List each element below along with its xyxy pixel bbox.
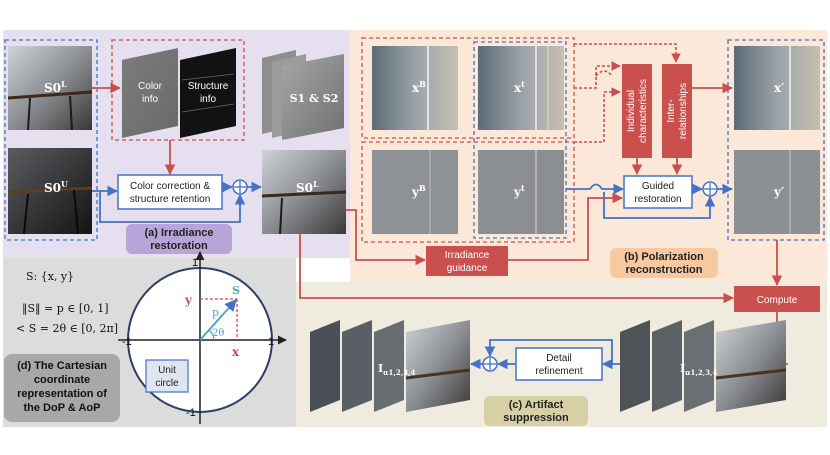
svg-text:coordinate: coordinate — [34, 374, 90, 386]
s0-bottom-label: S0U — [44, 179, 68, 195]
input-images-dashed-box — [4, 39, 98, 241]
panel-d-label — [4, 354, 120, 422]
color-info-sheet: Color info — [122, 48, 178, 138]
svg-text:xt: xt — [514, 79, 525, 95]
svg-text:yB: yB — [411, 183, 426, 199]
structure-info-sheet: Structure info — [180, 48, 236, 138]
svg-text:relationships: relationships — [678, 83, 689, 139]
svg-text:-1: -1 — [122, 336, 132, 348]
refined-image-stack: Iα1,2,3,4 — [310, 320, 471, 412]
s1-s2-images: S1 & S2 — [262, 50, 344, 140]
svg-text:yt: yt — [513, 183, 525, 199]
arrow-x-to-individual — [574, 61, 621, 89]
svg-text:Individual: Individual — [626, 90, 637, 132]
svg-text:refinement: refinement — [535, 366, 582, 377]
svg-text:-1: -1 — [186, 407, 196, 419]
y-prime-image: y′ — [734, 150, 820, 234]
svg-text:(b) Polarization: (b) Polarization — [624, 251, 704, 263]
svg-text:Guided: Guided — [642, 181, 674, 192]
s0-result-image: S0L — [261, 150, 347, 235]
arrow-top-to-inter — [574, 43, 681, 63]
svg-text:Inter-: Inter- — [666, 99, 677, 122]
svg-text:representation of: representation of — [17, 388, 107, 400]
sum-node-c — [482, 356, 498, 372]
y-component-label: y — [184, 293, 193, 307]
svg-text:Irradiance: Irradiance — [445, 250, 490, 261]
svg-text:Unit: Unit — [158, 365, 176, 376]
arrow-bridge — [595, 70, 613, 77]
panel-b-label — [610, 248, 718, 278]
detail-refinement-block — [515, 347, 603, 381]
sum-node-b — [702, 181, 718, 197]
s0-unpolarized-image: S0U — [7, 148, 93, 235]
x-component-label: x — [232, 345, 240, 359]
svg-text:1: 1 — [192, 257, 198, 269]
svg-text:Color correction &: Color correction & — [130, 181, 210, 192]
yB-image: yB — [372, 150, 458, 234]
svg-text:Structure: Structure — [188, 81, 229, 92]
arrow-skip-b — [603, 192, 716, 219]
svg-text:S1 & S2: S1 & S2 — [290, 92, 339, 105]
computed-image-stack: Iα1,2,3,4 — [620, 320, 787, 412]
svg-text:y′: y′ — [773, 185, 784, 199]
vector-definition: S: {x, y} — [26, 270, 74, 283]
svg-text:restoration: restoration — [634, 194, 681, 205]
svg-text:2θ: 2θ — [212, 328, 224, 339]
svg-text:guidance: guidance — [447, 263, 488, 274]
xt-yt-dashed-box — [473, 41, 567, 239]
arrow-s0-to-guidance — [346, 209, 427, 266]
arrow-skip-to-sum — [99, 191, 246, 223]
dop-equation: ‖S‖ = p ∈ [0, 1] — [22, 302, 109, 316]
svg-text:S0L: S0L — [296, 179, 319, 195]
panel-c-label — [484, 396, 588, 426]
svg-text:(a) Irradiance: (a) Irradiance — [144, 227, 213, 239]
arrow-guidance-to-guided — [508, 192, 624, 261]
svg-text:Color: Color — [138, 81, 163, 92]
svg-text:1: 1 — [268, 336, 274, 348]
yt-image: yt — [478, 150, 564, 234]
aop-equation: < S = 2θ ∈ [0, 2π] — [16, 322, 118, 335]
svg-text:info: info — [142, 94, 159, 105]
s0-low-light-image: S0L — [7, 46, 93, 131]
svg-text:Detail: Detail — [546, 353, 572, 364]
svg-text:p: p — [212, 306, 219, 319]
xB-image: xB — [372, 46, 458, 130]
s0-top-label: S0L — [44, 79, 67, 95]
arrow-skip-c — [484, 339, 613, 364]
svg-text:(d) The Cartesian: (d) The Cartesian — [17, 360, 107, 372]
svg-text:restoration: restoration — [150, 240, 208, 252]
polarization-vector — [199, 299, 237, 341]
svg-text:info: info — [200, 94, 217, 105]
svg-text:xB: xB — [412, 79, 426, 95]
arrow-yt-to-guided — [566, 183, 625, 195]
compute-block — [734, 286, 820, 312]
individual-characteristics-block — [622, 64, 652, 158]
y-images-dashed-box — [361, 141, 575, 243]
arrow-s0-to-compute — [299, 234, 735, 304]
svg-text:(c) Artifact: (c) Artifact — [509, 399, 564, 411]
svg-text:the DoP & AoP: the DoP & AoP — [23, 402, 100, 414]
svg-text:structure retention: structure retention — [130, 194, 211, 205]
svg-text:Iα1,2,3,4: Iα1,2,3,4 — [680, 362, 717, 377]
svg-text:circle: circle — [155, 378, 179, 389]
panel-a-label — [126, 224, 232, 254]
inter-relationships-block — [662, 64, 692, 158]
output-dashed-box — [727, 39, 825, 241]
svg-text:S: S — [232, 284, 240, 297]
arrow-y-to-individual — [574, 87, 621, 143]
svg-text:characteristics: characteristics — [638, 79, 649, 143]
svg-text:suppression: suppression — [503, 412, 569, 424]
svg-text:Iα1,2,3,4: Iα1,2,3,4 — [378, 362, 415, 377]
unit-circle-label-box — [145, 359, 189, 393]
sum-node-a — [232, 179, 248, 195]
svg-text:x′: x′ — [774, 81, 784, 95]
irradiance-guidance-block — [426, 246, 508, 276]
xt-image: xt — [478, 46, 564, 130]
svg-text:reconstruction: reconstruction — [625, 264, 702, 276]
svg-text:Compute: Compute — [757, 295, 798, 306]
x-prime-image: x′ — [734, 46, 820, 130]
guided-restoration-block — [623, 175, 693, 209]
